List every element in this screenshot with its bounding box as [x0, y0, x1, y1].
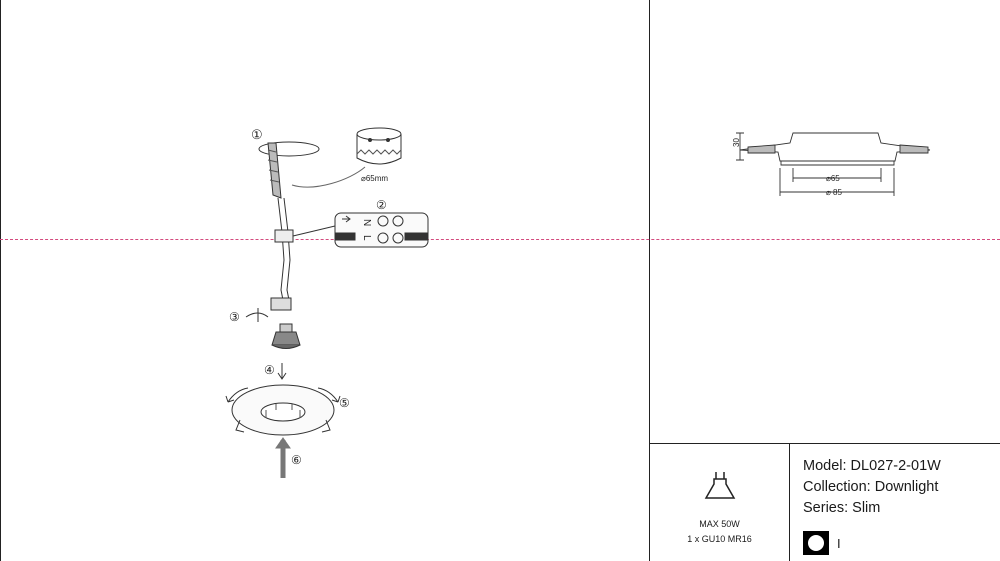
step-4-number: ④ — [264, 363, 275, 377]
bulb-icon — [704, 472, 735, 499]
inner-diameter-dimension: ⌀65 — [826, 174, 840, 183]
cut-guide-line — [0, 239, 1000, 240]
table-cell-divider — [789, 443, 790, 561]
step-3-number: ③ — [229, 310, 240, 324]
dimension-drawing — [736, 132, 931, 196]
finish-swatch — [803, 531, 829, 555]
step-2-number: ② — [376, 198, 387, 212]
step-5-number: ⑤ — [339, 396, 350, 410]
step-4-6-fixture — [225, 363, 341, 478]
max-wattage: MAX 50W — [699, 519, 740, 529]
lamp-spec-cell: MAX 50W 1 x GU10 MR16 — [650, 444, 789, 561]
product-info: Model: DL027-2-01W Collection: Downlight… — [803, 456, 941, 519]
terminal-l-label: L — [361, 235, 372, 241]
step-3-lamp — [245, 308, 301, 349]
terminal-n-label: N — [361, 219, 372, 226]
table-top-border — [649, 443, 1000, 444]
finish-row: I — [803, 531, 841, 555]
column-divider — [649, 0, 650, 561]
model-line: Model: DL027-2-01W — [803, 458, 941, 474]
step-2-wiring — [270, 197, 429, 311]
lamp-type: 1 x GU10 MR16 — [687, 534, 752, 544]
collection-line: Collection: Downlight — [803, 479, 939, 495]
finish-label: I — [837, 535, 841, 551]
cutout-size-label: ⌀65mm — [361, 174, 388, 183]
step-1-number: ① — [251, 127, 263, 142]
series-line: Series: Slim — [803, 500, 881, 516]
step-1-cutout — [258, 127, 402, 199]
page-border — [0, 0, 1, 561]
outer-diameter-dimension: ⌀ 85 — [826, 188, 842, 197]
step-6-number: ⑥ — [291, 453, 302, 467]
height-dimension: 30 — [732, 138, 741, 147]
